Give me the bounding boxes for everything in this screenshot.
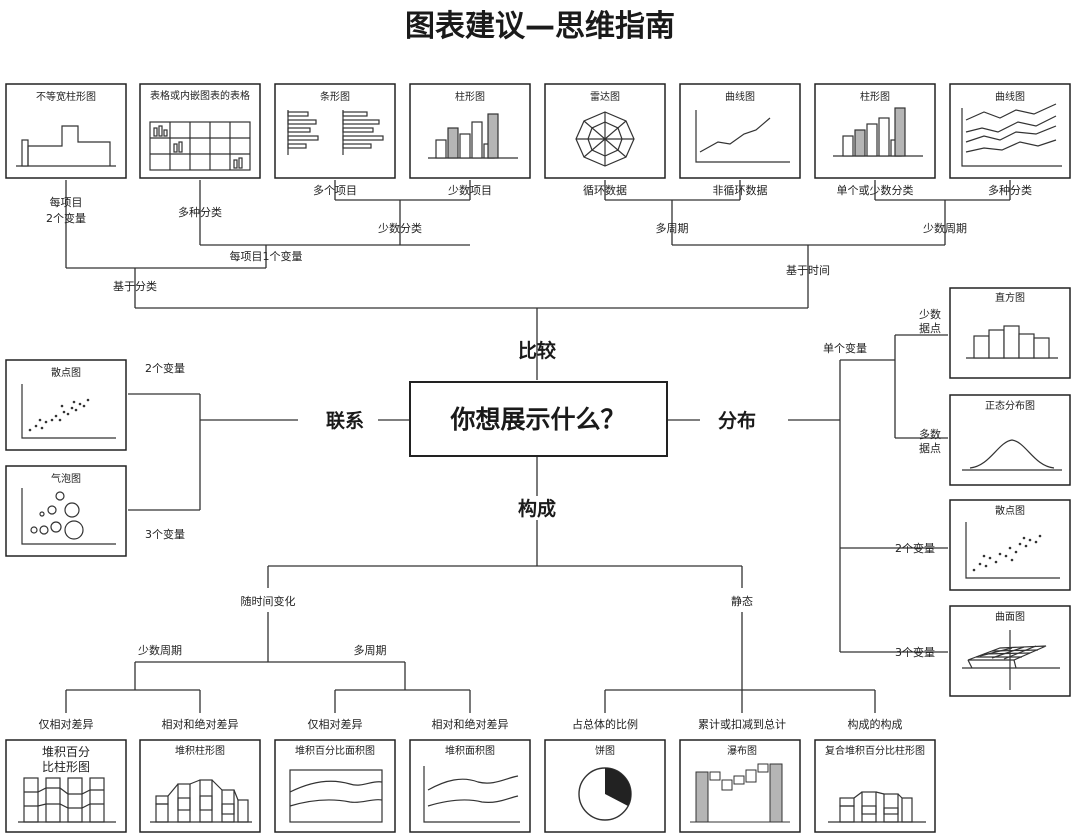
label-based-on-category: 基于分类 bbox=[113, 279, 157, 293]
label-few-category: 少数分类 bbox=[378, 221, 422, 235]
card-radar-chart: 雷达图 bbox=[544, 83, 666, 179]
card-waterfall-chart: 瀑布图 bbox=[679, 739, 801, 833]
label-cyclic: 循环数据 bbox=[583, 183, 627, 197]
card-scatter-chart-2: 散点图 bbox=[949, 499, 1071, 591]
label-rel-abs-1: 相对和绝对差异 bbox=[162, 717, 239, 731]
card-title: 散点图 bbox=[995, 504, 1025, 517]
card-pie-chart: 饼图 bbox=[544, 739, 666, 833]
card-title: 瀑布图 bbox=[727, 745, 757, 757]
card-normal-distribution: 正态分布图 bbox=[949, 394, 1071, 486]
category-compare: 比较 bbox=[518, 339, 556, 362]
label-static: 静态 bbox=[731, 594, 753, 608]
label-rel-abs-2: 相对和绝对差异 bbox=[432, 717, 509, 731]
card-stacked-percent-column: 堆积百分 比柱形图 bbox=[5, 739, 127, 833]
label-relation-3var: 3个变量 bbox=[145, 527, 185, 541]
connector-lines bbox=[65, 180, 1011, 713]
distribution-labels: 单个变量 少数 据点 多数 据点 2个变量 3个变量 bbox=[823, 308, 941, 659]
composition-labels: 随时间变化 静态 少数周期 多周期 仅相对差异 相对和绝对差异 仅相对差异 相对… bbox=[39, 594, 903, 731]
card-column-chart: 柱形图 bbox=[409, 83, 531, 179]
card-histogram: 直方图 bbox=[949, 287, 1071, 379]
card-title: 堆积面积图 bbox=[445, 745, 495, 757]
card-title: 曲面图 bbox=[995, 611, 1025, 623]
label-over-time: 随时间变化 bbox=[241, 594, 296, 608]
card-title: 正态分布图 bbox=[985, 399, 1035, 412]
card-title: 雷达图 bbox=[590, 91, 620, 103]
label-relation-2var: 2个变量 bbox=[145, 361, 185, 375]
card-title: 直方图 bbox=[995, 291, 1025, 304]
category-composition: 构成 bbox=[518, 497, 556, 520]
label-per-item-line1: 每项目 bbox=[50, 195, 83, 209]
diagram-title: 图表建议—思维指南 bbox=[405, 9, 675, 44]
card-title: 曲线图 bbox=[995, 90, 1025, 103]
card-title: 柱形图 bbox=[860, 90, 890, 103]
compare-labels: 每项目 2个变量 多种分类 多个项目 少数项目 少数分类 每项目1个变量 基于分… bbox=[46, 183, 1032, 293]
label-few-points-1: 少数 bbox=[919, 308, 941, 321]
label-many-periods: 多周期 bbox=[656, 221, 689, 235]
card-title: 气泡图 bbox=[51, 472, 81, 485]
label-accumulate: 累计或扣减到总计 bbox=[698, 717, 786, 731]
card-line-chart: 曲线图 bbox=[679, 83, 801, 179]
label-per-item-1var: 每项目1个变量 bbox=[230, 249, 303, 263]
label-dist-2var: 2个变量 bbox=[895, 541, 935, 555]
card-title: 条形图 bbox=[320, 90, 350, 103]
card-stacked-percent-area: 堆积百分比面积图 bbox=[274, 739, 396, 833]
card-title: 堆积百分比面积图 bbox=[295, 745, 375, 757]
label-share-of-total: 占总体的比例 bbox=[572, 717, 638, 731]
card-variable-width-column: 不等宽柱形图 bbox=[5, 83, 127, 179]
card-surface-chart: 曲面图 bbox=[949, 605, 1071, 697]
card-title-line2: 比柱形图 bbox=[42, 759, 90, 774]
card-title-line1: 堆积百分 bbox=[42, 745, 90, 759]
label-non-cyclic: 非循环数据 bbox=[713, 183, 768, 197]
label-few-periods: 少数周期 bbox=[923, 222, 967, 235]
label-single-var: 单个变量 bbox=[823, 341, 867, 355]
label-many-points-1: 多数 bbox=[919, 427, 941, 441]
category-relation: 联系 bbox=[326, 410, 364, 432]
card-title: 柱形图 bbox=[455, 90, 485, 103]
label-comp-many-periods: 多周期 bbox=[354, 643, 387, 657]
label-few-points-2: 据点 bbox=[919, 321, 941, 335]
center-question: 你想展示什么？ bbox=[449, 405, 625, 434]
label-per-item-line2: 2个变量 bbox=[46, 211, 86, 225]
label-comp-few-periods: 少数周期 bbox=[138, 644, 182, 657]
label-relative-only-1: 仅相对差异 bbox=[39, 717, 94, 731]
card-scatter-chart: 散点图 bbox=[5, 359, 127, 451]
card-title: 散点图 bbox=[51, 366, 81, 379]
label-single-few-category: 单个或少数分类 bbox=[837, 183, 914, 197]
card-stacked-column: 堆积柱形图 bbox=[139, 739, 261, 833]
label-multi-category: 多种分类 bbox=[178, 205, 222, 219]
card-column-chart-2: 柱形图 bbox=[814, 83, 936, 179]
card-title: 堆积柱形图 bbox=[175, 744, 225, 757]
card-bubble-chart: 气泡图 bbox=[5, 465, 127, 557]
label-many-items: 多个项目 bbox=[313, 183, 357, 197]
category-distribution: 分布 bbox=[718, 409, 756, 432]
card-title: 曲线图 bbox=[725, 90, 755, 103]
card-title: 饼图 bbox=[595, 744, 615, 757]
card-stacked-area: 堆积面积图 bbox=[409, 739, 531, 833]
card-multi-line-chart: 曲线图 bbox=[949, 83, 1071, 179]
card-complex-stacked-percent-column: 复合堆积百分比柱形图 bbox=[814, 739, 936, 833]
relation-labels: 2个变量 3个变量 bbox=[145, 361, 185, 541]
label-few-items: 少数项目 bbox=[448, 184, 492, 197]
card-bar-chart: 条形图 bbox=[274, 83, 396, 179]
card-title: 不等宽柱形图 bbox=[36, 90, 96, 103]
label-based-on-time: 基于时间 bbox=[786, 264, 830, 277]
card-title: 表格或内嵌图表的表格 bbox=[150, 89, 250, 102]
label-many-points-2: 据点 bbox=[919, 441, 941, 455]
label-multi-category-right: 多种分类 bbox=[988, 183, 1032, 197]
label-relative-only-2: 仅相对差异 bbox=[308, 717, 363, 731]
label-dist-3var: 3个变量 bbox=[895, 645, 935, 659]
card-title: 复合堆积百分比柱形图 bbox=[825, 744, 925, 757]
label-components: 构成的构成 bbox=[848, 717, 903, 731]
card-table-embedded: 表格或内嵌图表的表格 bbox=[139, 83, 261, 179]
center-question-box bbox=[409, 381, 668, 457]
